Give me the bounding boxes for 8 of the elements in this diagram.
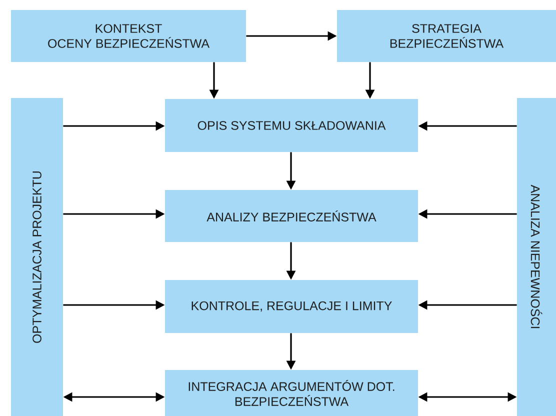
side-band: OPTYMALIZACJA PROJEKTU [11,98,63,416]
process-box: STRATEGIA BEZPIECZEŃSTWA [337,10,556,62]
process-box: INTEGRACJA ARGUMENTÓW DOT. BEZPIECZEŃSTWA [165,370,418,416]
process-box: OPIS SYSTEMU SKŁADOWANIA [165,99,418,152]
process-box: KONTROLE, REGULACJE I LIMITY [165,280,418,333]
process-box: ANALIZY BEZPIECZEŃSTWA [165,190,418,242]
process-box: KONTEKST OCENY BEZPIECZEŃSTWA [11,10,246,62]
side-band: ANALIZA NIEPEWNOŚCI [517,98,556,416]
